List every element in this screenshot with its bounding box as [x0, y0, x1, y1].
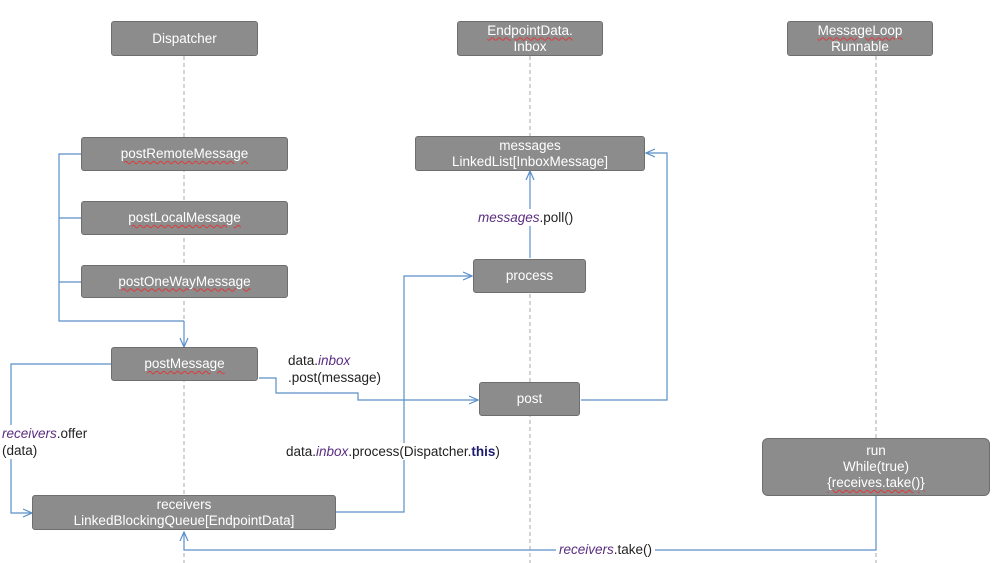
inbox-post-label: data.inbox .post(message) [288, 352, 381, 386]
receivers-take-label: receivers.take() [556, 541, 656, 558]
post-oneway-message-label: postOneWayMessage [118, 273, 251, 289]
post-remote-message-label: postRemoteMessage [120, 146, 249, 161]
post-oneway-message-box: postOneWayMessage [81, 265, 288, 298]
post-local-message-label: postLocalMessage [128, 210, 241, 225]
run-line3: {receives.take()} [827, 475, 925, 490]
run-line1: run [866, 443, 886, 458]
inbox-title-line1: EndpointData. [487, 22, 573, 38]
post-box: post [479, 382, 580, 416]
run-line2: While(true) [842, 459, 909, 474]
inbox-process-obj: data. [286, 444, 317, 459]
post-label: post [516, 391, 543, 406]
loop-head: MessageLoop Runnable [787, 21, 933, 56]
inbox-process-keyword: this [471, 444, 496, 459]
inbox-process-field: inbox [316, 444, 349, 459]
receivers-offer-field: receivers [2, 426, 57, 441]
run-box: run While(true) {receives.take()} [762, 438, 990, 496]
receivers-offer-arg: (data) [2, 443, 38, 458]
dispatcher-title: Dispatcher [152, 30, 217, 46]
receivers-box: receivers LinkedBlockingQueue[EndpointDa… [32, 495, 336, 530]
process-label: process [505, 268, 554, 283]
receivers-take-field: receivers [559, 542, 614, 557]
loop-title-line2: Runnable [831, 38, 889, 54]
post-message-box: postMessage [111, 347, 258, 381]
messages-poll-field: messages [478, 210, 540, 225]
arrow-inbox-process [336, 276, 472, 513]
inbox-process-label: data.inbox.process(Dispatcher.this) [286, 443, 500, 460]
messages-box: messages LinkedList[InboxMessage] [415, 136, 645, 171]
dispatcher-head: Dispatcher [111, 21, 258, 56]
inbox-post-obj: data. [288, 353, 319, 368]
post-local-message-box: postLocalMessage [81, 201, 288, 235]
inbox-process-close: ) [495, 444, 500, 459]
inbox-process-call: .process(Dispatcher. [348, 444, 472, 459]
messages-poll-label: messages.poll() [478, 209, 574, 226]
inbox-post-call: .post(message) [288, 370, 382, 385]
receivers-offer-label: receivers.offer (data) [2, 425, 88, 459]
process-box: process [473, 259, 586, 293]
post-variants-connector [58, 153, 184, 322]
receivers-line2: LinkedBlockingQueue[EndpointData] [73, 512, 295, 528]
post-remote-message-box: postRemoteMessage [81, 137, 288, 171]
messages-line2: LinkedList[InboxMessage] [451, 153, 609, 169]
receivers-offer-call: .offer [56, 426, 88, 441]
arrow-post-to-messages [581, 153, 668, 401]
loop-title-line1: MessageLoop [817, 22, 903, 38]
arrow-inbox-post [259, 377, 478, 400]
messages-poll-call: .poll() [539, 210, 574, 225]
arrow-receivers-take [184, 496, 877, 551]
inbox-title-line2: Inbox [513, 38, 547, 54]
inbox-post-field: inbox [318, 353, 351, 368]
post-message-label: postMessage [144, 356, 225, 371]
receivers-line1: receivers [156, 496, 212, 512]
receivers-take-call: .take() [613, 542, 653, 557]
messages-line1: messages [499, 137, 561, 153]
inbox-head: EndpointData. Inbox [457, 21, 603, 56]
